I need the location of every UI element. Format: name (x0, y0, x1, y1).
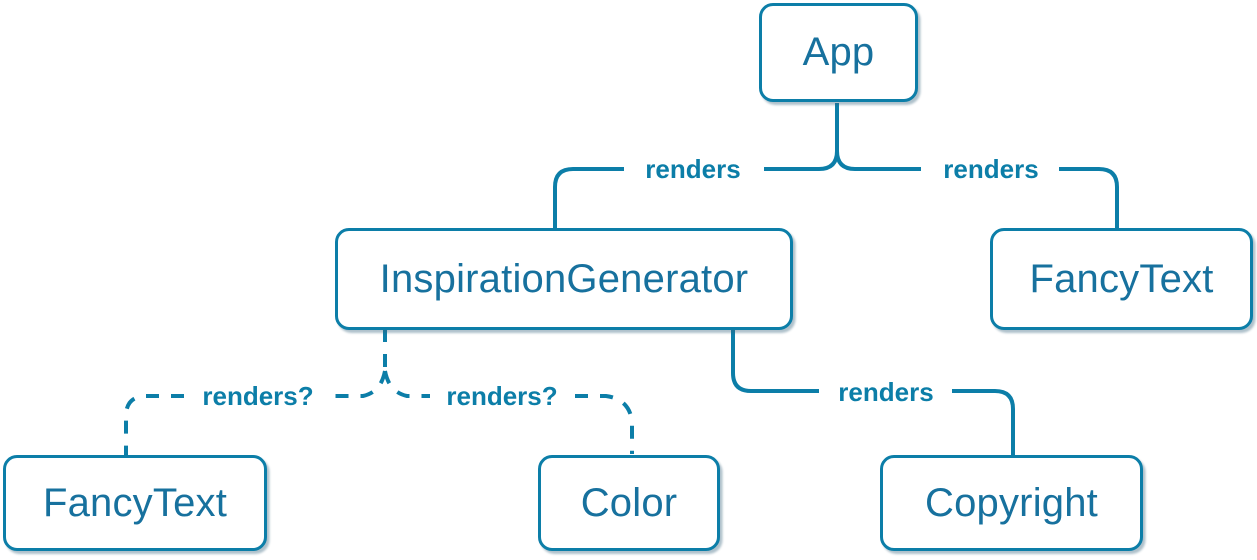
edge-label-renders-app-fancytext: renders (943, 154, 1038, 184)
edge-inspirationgenerator-color-line-right (575, 394, 634, 454)
node-app-label: App (802, 30, 875, 74)
node-color: Color (538, 455, 720, 551)
edge-inspirationgenerator-copyright-line-right (952, 389, 1015, 456)
node-fancy-text-top: FancyText (990, 228, 1253, 330)
node-color-label: Color (580, 480, 678, 525)
edge-inspirationgenerator-color-line-left (383, 370, 430, 398)
edge-app-inspirationgenerator-line-right (764, 103, 839, 171)
node-fancy-text-top-label: FancyText (1029, 256, 1214, 301)
node-app: App (759, 3, 918, 102)
node-fancy-text-bottom: FancyText (3, 455, 267, 551)
edge-app-fancytext-line-right (1059, 167, 1119, 229)
edge-inspirationgenerator-fancytext-line-left (124, 394, 184, 456)
node-fancy-text-bottom-label: FancyText (42, 480, 228, 525)
edge-label-renders-inspirationgenerator-fancytext: renders? (202, 381, 313, 411)
node-copyright-label: Copyright (925, 480, 1098, 525)
edge-app-inspirationgenerator-line-left (553, 167, 624, 229)
edge-label-renders-app-inspirationgenerator: renders (645, 154, 740, 184)
node-inspiration-generator-label: InspirationGenerator (379, 256, 749, 301)
edge-label-renders-inspirationgenerator-copyright: renders (838, 377, 933, 407)
edge-inspirationgenerator-fancytext-line-right (333, 370, 387, 398)
edge-label-renders-inspirationgenerator-color: renders? (446, 381, 557, 411)
node-inspiration-generator: InspirationGenerator (335, 228, 793, 330)
edge-app-fancytext-line-left (835, 150, 921, 171)
node-copyright: Copyright (880, 455, 1143, 551)
edge-inspirationgenerator-copyright-line-left (731, 329, 819, 393)
